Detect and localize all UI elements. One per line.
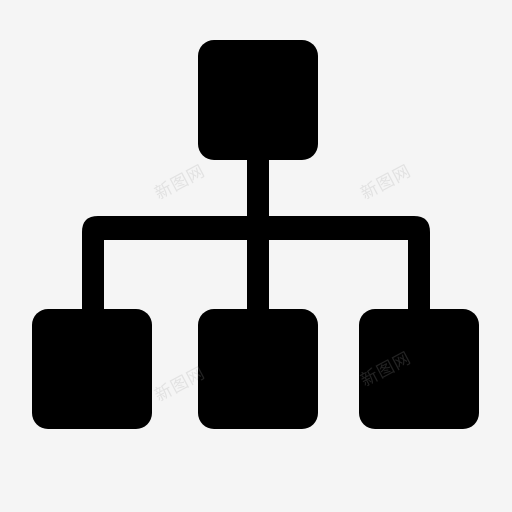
left-child-node: [32, 309, 152, 429]
middle-child-node: [198, 309, 318, 429]
right-child-node: [359, 309, 479, 429]
top-node: [198, 40, 318, 160]
crossbar-connector: [82, 216, 430, 312]
